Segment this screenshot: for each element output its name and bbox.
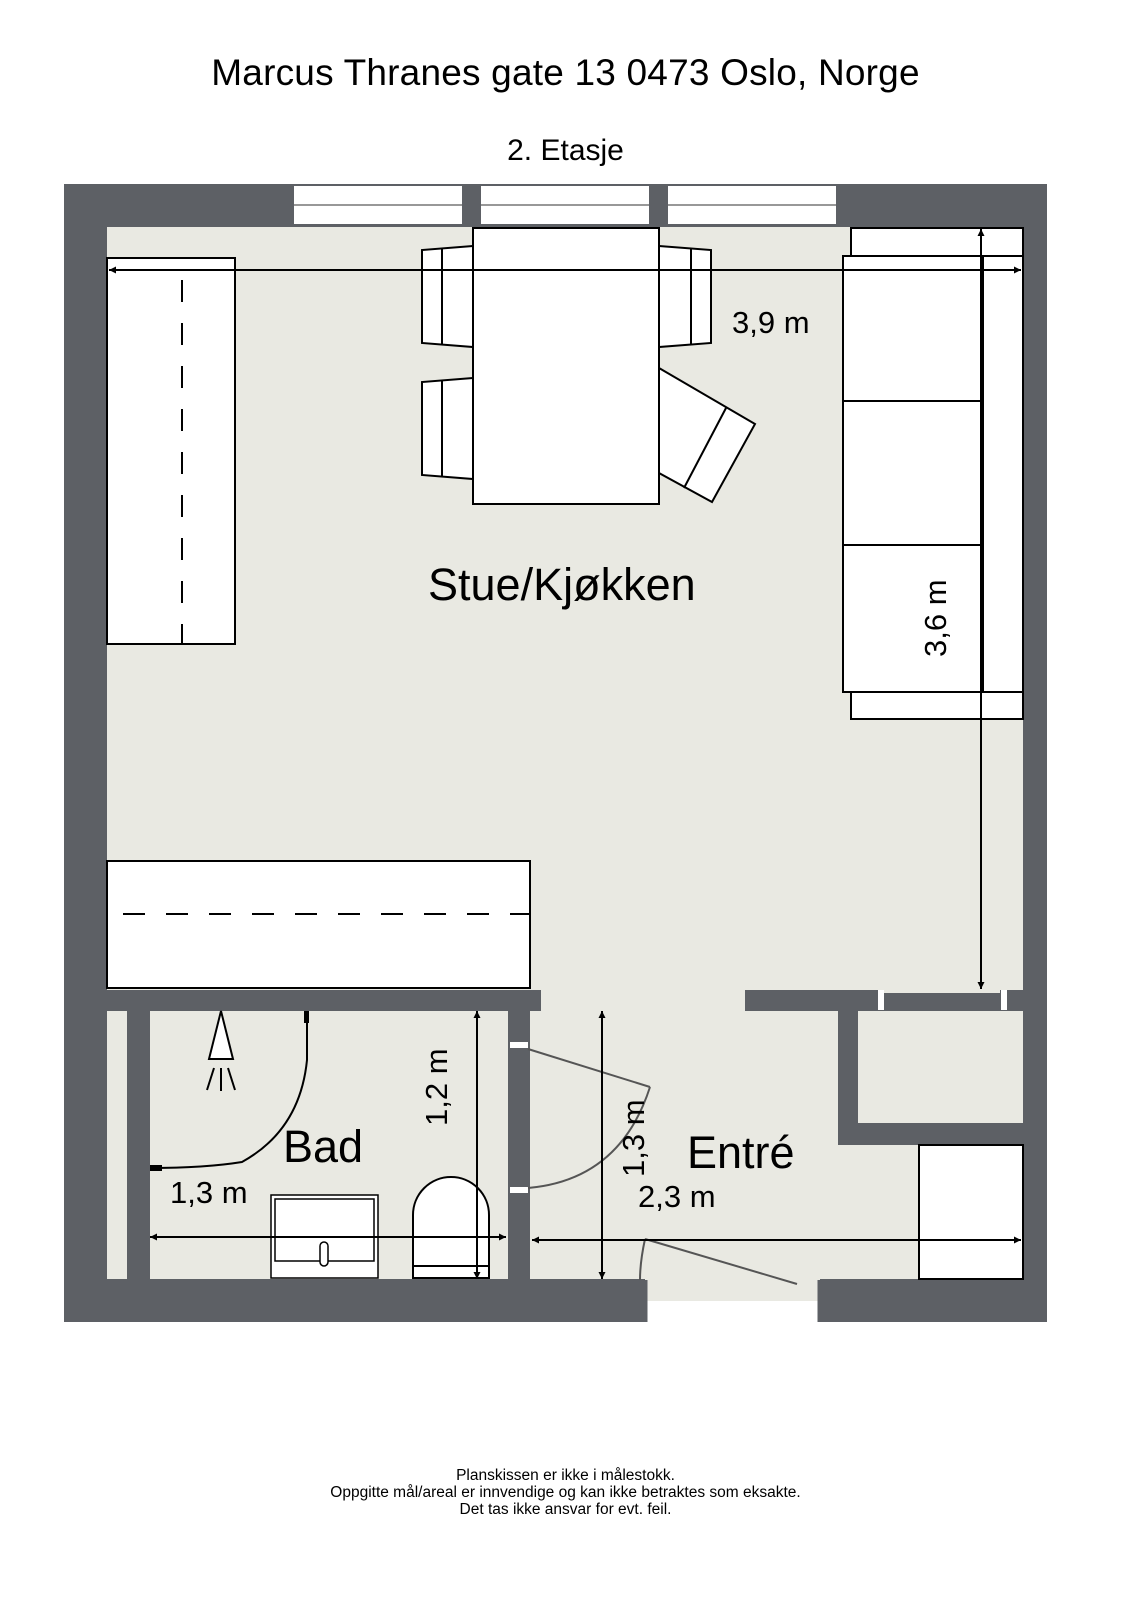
disclaimer-line-2: Oppgitte mål/areal er innvendige og kan … bbox=[330, 1484, 801, 1501]
dimension-living-depth: 3,6 m bbox=[918, 579, 953, 657]
room-name-bathroom: Bad bbox=[283, 1121, 364, 1172]
bed-icon bbox=[106, 257, 236, 645]
disclaimer-line-1: Planskissen er ikke i målestokk. bbox=[456, 1467, 675, 1484]
dimension-bath-width: 1,3 m bbox=[170, 1175, 248, 1210]
disclaimer-line-3: Det tas ikke ansvar for evt. feil. bbox=[459, 1501, 672, 1518]
dimension-entrance-width: 2,3 m bbox=[638, 1179, 716, 1214]
disclaimer: Planskissen er ikke i målestokk. Oppgitt… bbox=[0, 1467, 1131, 1518]
floor-label: 2. Etasje bbox=[507, 134, 624, 167]
dining-table-icon bbox=[472, 227, 660, 505]
sofa-icon bbox=[842, 227, 1024, 720]
shower-icon bbox=[149, 1010, 309, 1171]
plan-title: Marcus Thranes gate 13 0473 Oslo, Norge bbox=[211, 52, 920, 93]
room-name-entrance: Entré bbox=[687, 1127, 795, 1178]
bed-icon bbox=[106, 860, 531, 989]
room-name-living-kitchen: Stue/Kjøkken bbox=[428, 559, 696, 610]
dimension-entrance-depth: 1,3 m bbox=[616, 1099, 651, 1177]
dimension-living-width: 3,9 m bbox=[732, 305, 810, 340]
dimension-bath-depth: 1,2 m bbox=[419, 1048, 454, 1126]
window-icon bbox=[294, 186, 836, 224]
dimension-arrow-icon bbox=[109, 229, 1021, 1279]
wardrobe-icon bbox=[918, 1144, 1024, 1280]
